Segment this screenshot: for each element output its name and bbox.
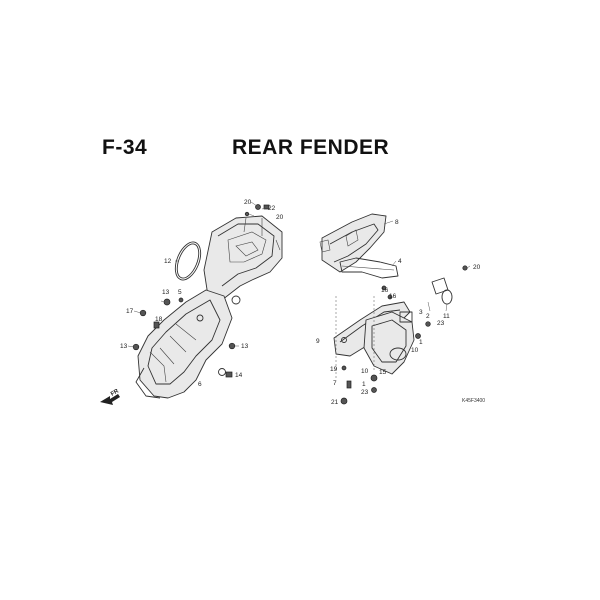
callout-21: 21 (331, 399, 339, 406)
upper-cover (319, 213, 387, 273)
callout-7: 7 (333, 380, 337, 387)
figure-code: F-34 (102, 136, 148, 159)
callout-11: 11 (443, 313, 450, 320)
callout-1: 1 (419, 339, 423, 346)
bracket-rod (339, 257, 399, 279)
right-small-parts (340, 265, 468, 405)
callout-12: 12 (164, 258, 172, 265)
seal-ring (174, 241, 202, 281)
callout-1: 1 (362, 381, 366, 388)
callout-20: 20 (276, 214, 284, 221)
leader-lines (127, 201, 471, 380)
callout-4: 4 (398, 258, 402, 265)
callout-3: 3 (419, 309, 423, 316)
callout-2: 2 (426, 313, 430, 320)
callout-18: 18 (155, 316, 163, 323)
callout-13: 13 (241, 343, 249, 350)
callout-15: 15 (379, 369, 387, 376)
callout-23: 23 (437, 320, 445, 327)
callout-17: 17 (126, 308, 134, 315)
callout-20: 20 (473, 264, 481, 271)
callout-10: 10 (361, 368, 369, 375)
callout-5: 5 (178, 289, 182, 296)
direction-label: FR (110, 388, 121, 398)
callout-8: 8 (395, 219, 399, 226)
callout-19: 19 (330, 366, 338, 373)
figure-title: REAR FENDER (232, 136, 390, 159)
callout-10: 10 (411, 347, 419, 354)
callout-20: 20 (244, 199, 252, 206)
callout-labels: 20 22 20 8 12 4 20 13 5 16 16 17 2 11 18… (120, 199, 481, 406)
callout-16: 16 (389, 293, 397, 300)
callout-23: 23 (361, 389, 369, 396)
catalog-code: K45F3400 (462, 398, 485, 404)
callout-9: 9 (316, 338, 320, 345)
direction-arrow-icon: FR (100, 388, 121, 405)
callout-22: 22 (268, 205, 276, 212)
callout-6: 6 (198, 381, 202, 388)
callout-16: 16 (381, 287, 389, 294)
reflector-housing (363, 311, 415, 375)
callout-13: 13 (120, 343, 128, 350)
rear-fender-body (135, 215, 283, 399)
callout-13: 13 (162, 289, 170, 296)
callout-14: 14 (235, 372, 243, 379)
